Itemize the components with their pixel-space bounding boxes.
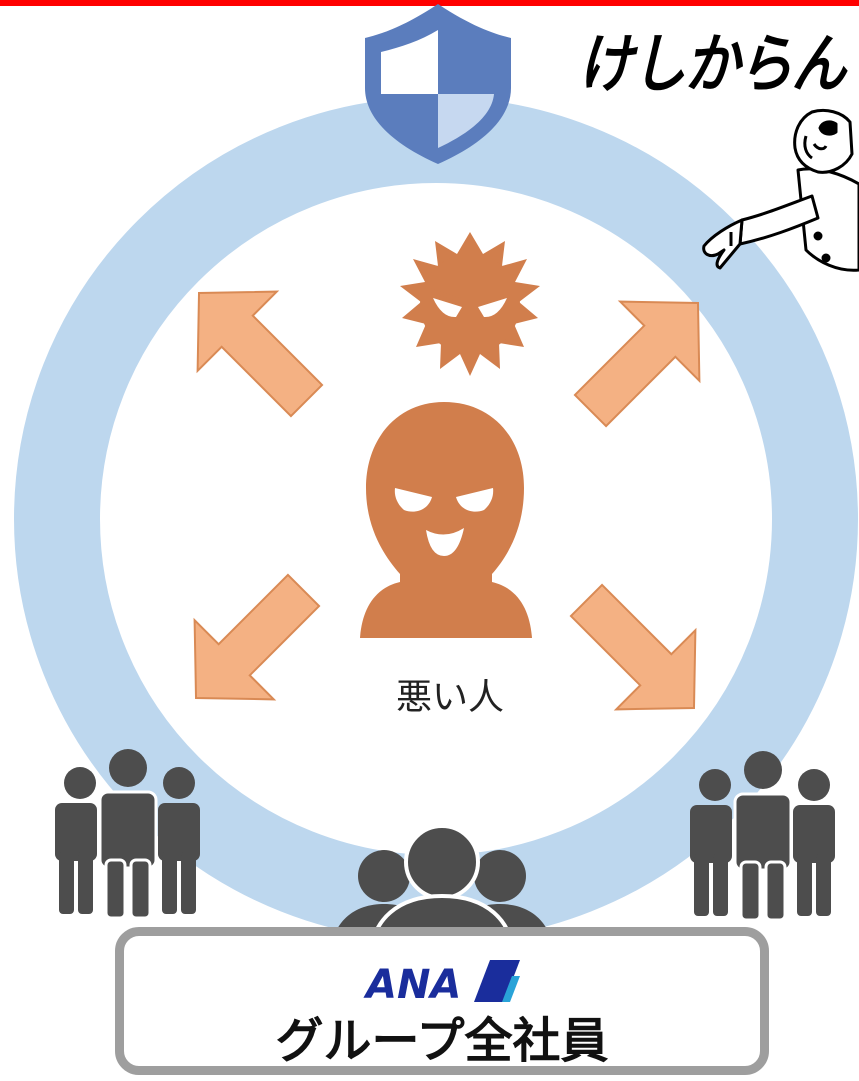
- virus-icon: [400, 232, 540, 376]
- pointing-man-illustration: [702, 108, 859, 272]
- arrow-down-right-icon: [569, 583, 697, 711]
- bad-person-label: 悪い人: [395, 677, 504, 718]
- people-group-right-icon: [690, 751, 835, 922]
- ana-logo-text: ANA: [363, 962, 461, 1004]
- people-group-left-icon: [55, 749, 200, 920]
- shield-icon: [365, 4, 511, 164]
- group-employees-label: グループ全社員: [275, 1013, 609, 1069]
- arrow-down-left-icon: [193, 573, 321, 701]
- employee-group-box: [115, 927, 769, 1075]
- top-red-bar: [0, 0, 859, 6]
- arrow-up-left-icon: [196, 290, 324, 418]
- arrow-up-right-icon: [573, 300, 701, 428]
- ana-logo: ANA: [363, 960, 520, 1004]
- slogan-text: けしからん: [578, 28, 846, 102]
- hacker-icon: [360, 402, 532, 638]
